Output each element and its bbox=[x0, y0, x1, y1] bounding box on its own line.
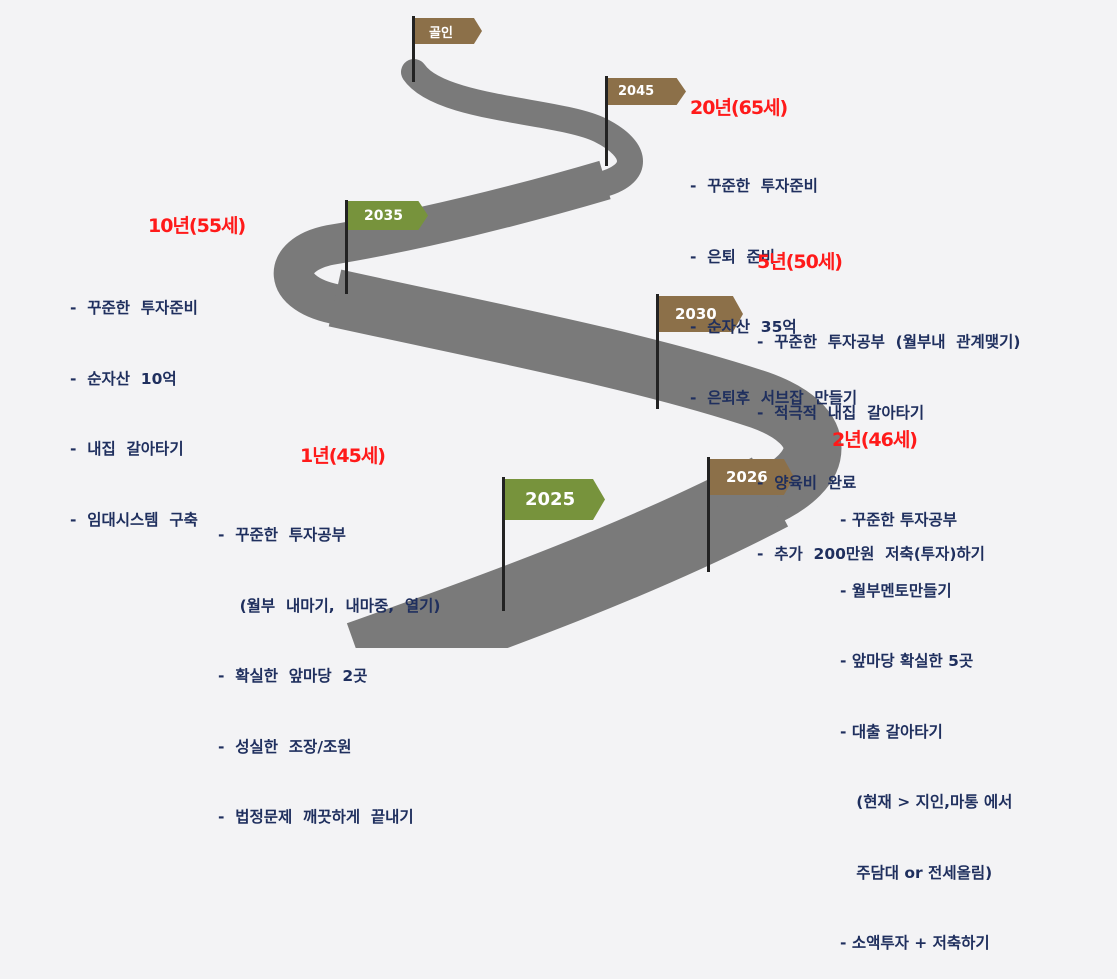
flag-pole bbox=[707, 457, 710, 572]
flag-2045: 2045 bbox=[608, 78, 686, 105]
flag-pole bbox=[345, 200, 348, 294]
list-item: - 순자산 10억 bbox=[70, 369, 177, 388]
list-item: - 월부멘토만들기 bbox=[840, 581, 952, 600]
flag-pole bbox=[412, 16, 415, 82]
milestone-1-list: - 꾸준한 투자공부 (월부 내마기, 내마중, 열기) - 확실한 앞마당 2… bbox=[218, 477, 441, 853]
list-item: - 확실한 앞마당 2곳 bbox=[218, 667, 368, 685]
list-item: (월부 내마기, 내마중, 열기) bbox=[218, 596, 441, 615]
list-item: - 임대시스템 구축 bbox=[70, 510, 198, 529]
list-item: - 법정문제 깨끗하게 끝내기 bbox=[218, 808, 414, 826]
milestone-2-heading: 2년(46세) bbox=[832, 429, 918, 451]
goal-flag: 골인 bbox=[415, 18, 482, 44]
milestone-1-heading: 1년(45세) bbox=[300, 445, 386, 467]
list-item: - 꾸준한 투자준비 bbox=[70, 299, 198, 317]
list-item: - 대출 갈아타기 bbox=[840, 722, 943, 741]
list-item: - 성실한 조장/조원 bbox=[218, 737, 352, 756]
flag-2035: 2035 bbox=[348, 201, 428, 230]
list-item: - 소액투자 + 저축하기 bbox=[840, 934, 990, 952]
milestone-10-heading: 10년(55세) bbox=[148, 215, 246, 237]
flag-pole bbox=[605, 76, 608, 166]
list-item: - 양육비 완료 bbox=[757, 474, 857, 492]
list-item: - 은퇴 준비 bbox=[690, 247, 776, 266]
flag-pole bbox=[502, 477, 505, 611]
milestone-10-list: - 꾸준한 투자준비 - 순자산 10억 - 내집 갈아타기 - 임대시스템 구… bbox=[70, 250, 198, 556]
list-item: (현재 > 지인,마통 에서 bbox=[840, 793, 1013, 811]
flag-2026: 2026 bbox=[710, 459, 794, 495]
list-item: - 앞마당 확실한 5곳 bbox=[840, 652, 974, 670]
flag-2025: 2025 bbox=[505, 479, 605, 520]
list-item: - 추가 200만원 저축(투자)하기 bbox=[757, 544, 985, 563]
list-item: - 꾸준한 투자공부 (월부내 관계맺기) bbox=[757, 333, 1021, 351]
list-item: - 꾸준한 투자준비 bbox=[690, 177, 818, 195]
list-item: 주담대 or 전세올림) bbox=[840, 863, 993, 882]
list-item: - 은퇴후 서브잡 만들기 bbox=[690, 388, 858, 407]
list-item: - 꾸준한 투자공부 bbox=[218, 526, 346, 544]
flag-pole bbox=[656, 294, 659, 409]
list-item: - 내집 갈아타기 bbox=[70, 440, 184, 458]
list-item: - 순자산 35억 bbox=[690, 318, 797, 336]
milestone-20-list: - 꾸준한 투자준비 - 은퇴 준비 - 순자산 35억 - 은퇴후 서브잡 만… bbox=[690, 128, 857, 434]
road-path bbox=[273, 59, 842, 648]
milestone-5-heading: 5년(50세) bbox=[757, 251, 843, 273]
list-item: - 꾸준한 투자공부 bbox=[840, 511, 958, 529]
milestone-2-list: - 꾸준한 투자공부 - 월부멘토만들기 - 앞마당 확실한 5곳 - 대출 갈… bbox=[840, 462, 1012, 979]
flag-2030: 2030 bbox=[659, 296, 743, 332]
milestone-5-list: - 꾸준한 투자공부 (월부내 관계맺기) - 적극적 내집 갈아타기 - 양육… bbox=[757, 284, 1020, 590]
list-item: - 적극적 내집 갈아타기 bbox=[757, 403, 925, 422]
milestone-20-heading: 20년(65세) bbox=[690, 97, 788, 119]
